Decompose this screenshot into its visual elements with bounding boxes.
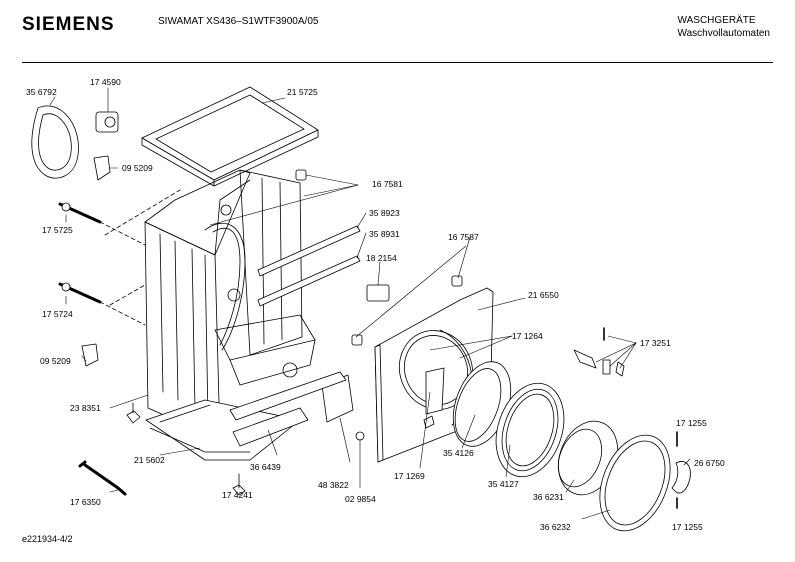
- part-label-171264: 17 1264: [512, 331, 543, 341]
- dashed-guides: [99, 189, 181, 326]
- base-drawing: [145, 399, 301, 461]
- part-label-354126: 35 4126: [443, 448, 474, 458]
- part-label-483822: 48 3822: [318, 480, 349, 490]
- part-label-358923: 35 8923: [369, 208, 400, 218]
- gasket-drawing: [31, 105, 79, 179]
- category-line-1: WASCHGERÄTE: [677, 15, 756, 26]
- top-cover-drawing: [141, 86, 319, 187]
- part-label-182154: 18 2154: [366, 253, 397, 263]
- part-label-216550: 21 6550: [528, 290, 559, 300]
- part-label-095209-top: 09 5209: [122, 163, 153, 173]
- part-label-358931: 35 8931: [369, 229, 400, 239]
- part-label-175724: 17 5724: [42, 309, 73, 319]
- model-number: SIWAMAT XS436–S1WTF3900A/05: [158, 16, 319, 27]
- cabinet-drawing: [144, 169, 316, 441]
- part-label-366439: 36 6439: [250, 462, 281, 472]
- part-label-238351: 23 8351: [70, 403, 101, 413]
- brand-logo: SIEMENS: [22, 14, 115, 36]
- category-line-2: Waschvollautomaten: [677, 28, 770, 39]
- door-frame-drawing: [495, 382, 565, 478]
- rails-drawing: [257, 225, 361, 307]
- part-label-175725: 17 5725: [42, 225, 73, 235]
- part-label-266750: 26 6750: [694, 458, 725, 468]
- part-label-171269: 17 1269: [394, 471, 425, 481]
- door-ring-drawing: [599, 434, 671, 532]
- category: WASCHGERÄTE Waschvollautomaten: [678, 14, 770, 40]
- part-labels: 35 6792 17 4590 21 5725 09 5209 16 7581 …: [26, 77, 725, 532]
- drawing-id: e221934-4/2: [22, 534, 73, 544]
- drawer-drawing: [229, 371, 354, 447]
- part-label-215725: 21 5725: [287, 87, 318, 97]
- header-rule: [22, 62, 773, 63]
- part-label-174241: 17 4241: [222, 490, 253, 500]
- handle-drawing: [671, 461, 691, 494]
- part-label-095209-mid: 09 5209: [40, 356, 71, 366]
- part-label-171255-top: 17 1255: [676, 418, 707, 428]
- part-label-366231: 36 6231: [533, 492, 564, 502]
- small-parts-drawing: [58, 111, 678, 509]
- part-label-173251: 17 3251: [640, 338, 671, 348]
- part-label-029854: 02 9854: [345, 494, 376, 504]
- part-label-356792: 35 6792: [26, 87, 57, 97]
- part-label-167581: 16 7581: [372, 179, 403, 189]
- door-glass-drawing: [557, 420, 619, 496]
- part-label-215602: 21 5602: [134, 455, 165, 465]
- brand-name: SIEMENS: [22, 14, 115, 35]
- part-label-174590: 17 4590: [90, 77, 121, 87]
- part-label-167587: 16 7587: [448, 232, 479, 242]
- part-label-366232: 36 6232: [540, 522, 571, 532]
- leader-lines: [49, 87, 691, 520]
- part-label-354127: 35 4127: [488, 479, 519, 489]
- part-label-176350: 17 6350: [70, 497, 101, 507]
- part-label-171255-bottom: 17 1255: [672, 522, 703, 532]
